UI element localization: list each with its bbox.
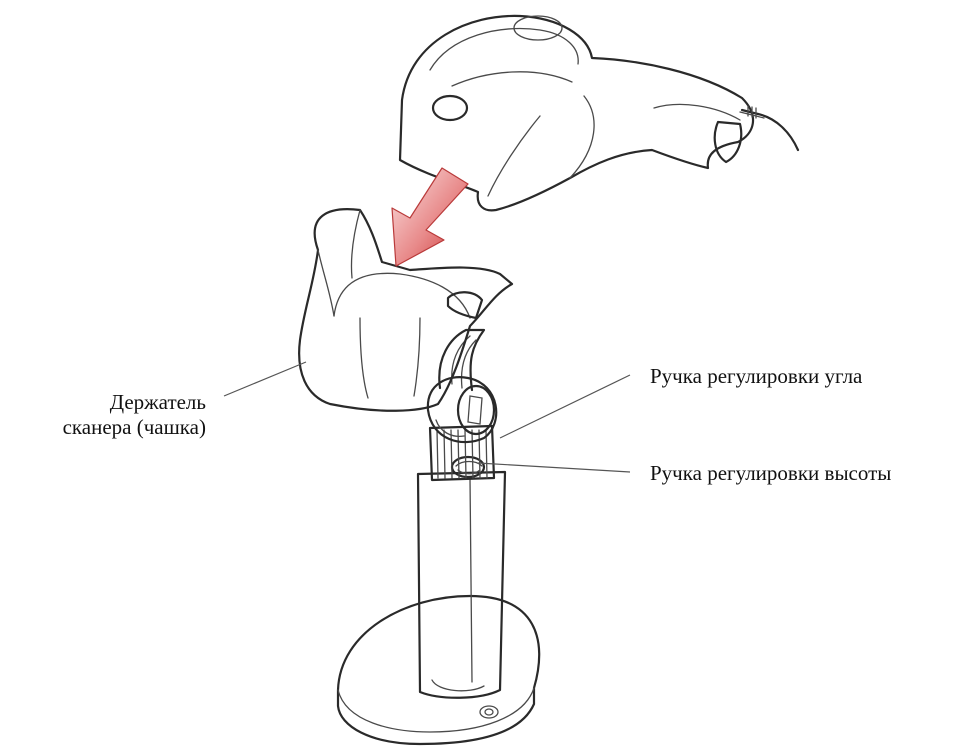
insertion-arrow <box>392 168 468 266</box>
height-knob-callout: Ручка регулировки высоты <box>650 461 891 486</box>
holder-callout-line2: сканера (чашка) <box>63 415 206 440</box>
base-screw-hole <box>480 706 498 718</box>
holder-callout-line1: Держатель <box>63 390 206 415</box>
angle-knob-leader-line <box>500 375 630 438</box>
angle-knob-callout: Ручка регулировки угла <box>650 364 862 389</box>
holder-callout: Держатель сканера (чашка) <box>63 390 206 440</box>
scanner-cable <box>742 106 798 150</box>
holder-leader-line <box>224 362 306 396</box>
stand-base <box>338 596 539 744</box>
height-knob-leader-line <box>478 463 630 472</box>
scanner-trigger-button <box>433 96 467 120</box>
stand-lower-pole <box>418 472 505 698</box>
